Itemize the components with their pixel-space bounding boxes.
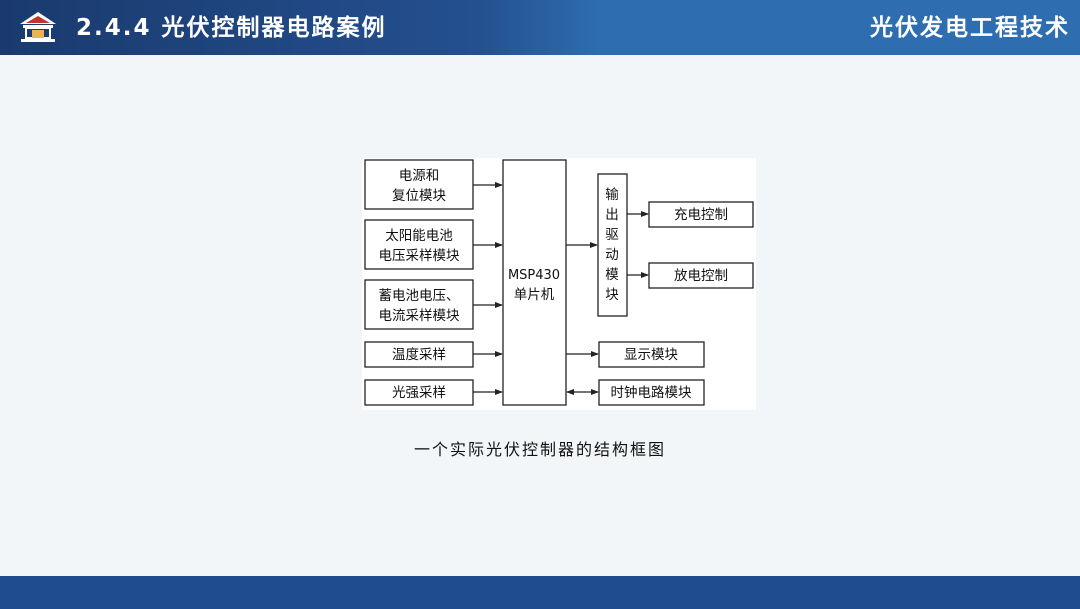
footer-bar bbox=[0, 576, 1080, 609]
input-label-line2: 电压采样模块 bbox=[379, 248, 460, 264]
charge-control-label: 充电控制 bbox=[674, 207, 728, 223]
discharge-control-box: 放电控制 bbox=[648, 262, 754, 289]
input-box-temperature-sampling: 温度采样 bbox=[364, 341, 474, 368]
input-box-battery-sampling: 蓄电池电压、 电流采样模块 bbox=[364, 279, 474, 330]
input-box-power-reset: 电源和 复位模块 bbox=[364, 159, 474, 210]
block-diagram-panel: 电源和 复位模块 太阳能电池 电压采样模块 蓄电池电压、 电流采样模块 温度采样… bbox=[362, 158, 756, 410]
course-title: 光伏发电工程技术 bbox=[870, 15, 1070, 41]
discharge-control-label: 放电控制 bbox=[674, 268, 728, 284]
driver-char: 出 bbox=[605, 207, 619, 223]
mcu-label-type: 单片机 bbox=[514, 287, 555, 303]
input-box-solar-voltage-sampling: 太阳能电池 电压采样模块 bbox=[364, 219, 474, 270]
driver-char: 动 bbox=[605, 247, 619, 263]
input-label: 光强采样 bbox=[392, 385, 446, 401]
block-diagram: 电源和 复位模块 太阳能电池 电压采样模块 蓄电池电压、 电流采样模块 温度采样… bbox=[364, 159, 754, 406]
section-title: 2.4.4 光伏控制器电路案例 bbox=[76, 15, 387, 41]
input-label-line1: 太阳能电池 bbox=[385, 228, 453, 244]
mcu-box: MSP430 单片机 bbox=[502, 159, 567, 406]
diagram-caption: 一个实际光伏控制器的结构框图 bbox=[413, 440, 666, 459]
clock-module-label: 时钟电路模块 bbox=[611, 384, 692, 401]
driver-char: 输 bbox=[605, 187, 619, 203]
driver-char: 驱 bbox=[605, 227, 619, 243]
charge-control-box: 充电控制 bbox=[648, 201, 754, 228]
clock-module-box: 时钟电路模块 bbox=[598, 379, 705, 406]
driver-char: 块 bbox=[605, 287, 619, 303]
input-label-line1: 蓄电池电压、 bbox=[379, 288, 460, 304]
driver-char: 模 bbox=[605, 267, 619, 283]
display-module-label: 显示模块 bbox=[624, 347, 678, 363]
university-gate-icon bbox=[20, 12, 56, 42]
input-label-line2: 电流采样模块 bbox=[379, 308, 460, 324]
display-module-box: 显示模块 bbox=[598, 341, 705, 368]
input-label: 温度采样 bbox=[392, 347, 446, 363]
input-box-light-sampling: 光强采样 bbox=[364, 379, 474, 406]
header-dark-band bbox=[0, 0, 600, 55]
header-bar: 2.4.4 光伏控制器电路案例 光伏发电工程技术 bbox=[0, 0, 1080, 55]
output-driver-box: 输 出 驱 动 模 块 bbox=[597, 173, 628, 317]
input-label-line2: 复位模块 bbox=[392, 187, 446, 204]
input-label-line1: 电源和 bbox=[399, 168, 440, 184]
mcu-label-model: MSP430 bbox=[508, 268, 560, 283]
